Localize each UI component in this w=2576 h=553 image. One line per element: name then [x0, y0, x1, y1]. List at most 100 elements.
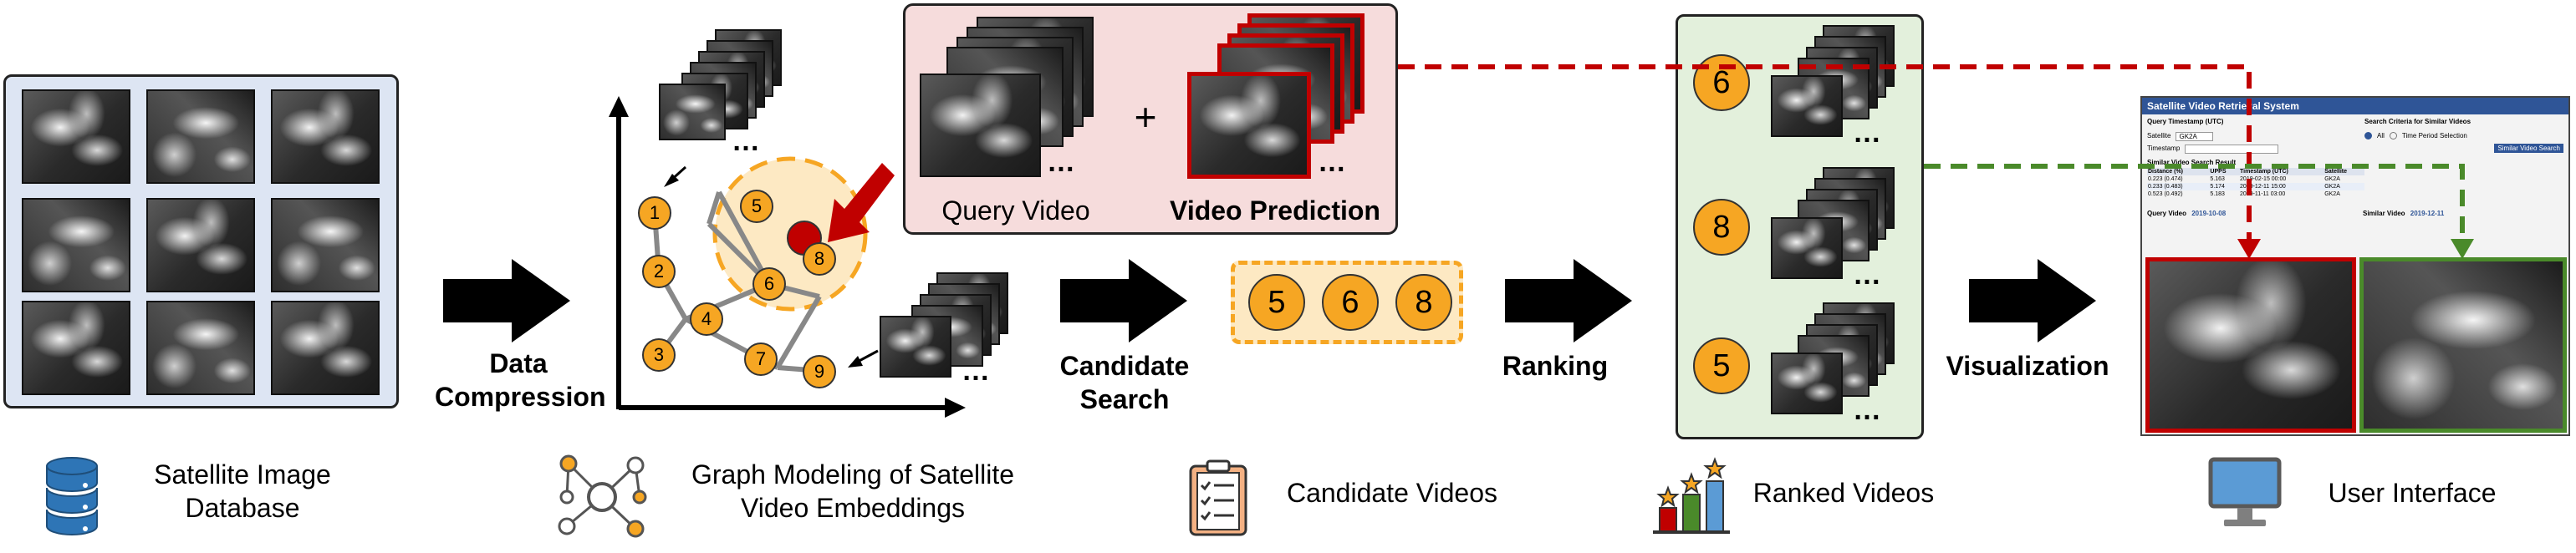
video-frame	[659, 84, 726, 140]
graph-node: 9	[803, 355, 836, 388]
satellite-image	[22, 89, 130, 184]
arrow-data-compression	[443, 259, 570, 342]
arrow-ranking	[1505, 259, 1632, 342]
ellipsis: …	[1853, 259, 1883, 291]
candidate-node: 8	[1395, 274, 1452, 331]
plus-sign: +	[1134, 95, 1157, 139]
table-cell: 5.163	[2210, 176, 2225, 182]
ui-query-video-view	[2145, 257, 2356, 433]
time-period-radio[interactable]	[2389, 132, 2397, 140]
ellipsis: …	[1318, 146, 1348, 178]
satellite-image	[146, 198, 255, 292]
query-video-date: 2019-10-08	[2191, 210, 2227, 217]
satellite-image	[22, 198, 130, 292]
table-header: Distance (%)	[2148, 169, 2184, 175]
table-row[interactable]: 0.523 (0.492) 5.183 2019-11-11 03:00 GK2A	[2147, 190, 2364, 198]
table-cell: 2019-12-11 15:00	[2240, 184, 2286, 190]
ellipsis: …	[732, 125, 762, 157]
query-video-tab[interactable]: Query Video	[2147, 210, 2186, 217]
label-ranked-videos: Ranked Videos	[1752, 478, 1935, 508]
table-cell: 5.174	[2210, 184, 2225, 190]
satellite-image	[22, 301, 130, 395]
ellipsis: …	[1047, 146, 1077, 178]
satellite-image	[146, 89, 255, 184]
graph-node: 4	[690, 302, 723, 336]
video-frame	[1771, 217, 1843, 279]
similar-video-search-button[interactable]: Similar Video Search	[2494, 144, 2563, 153]
label-ranking: Ranking	[1502, 351, 1609, 381]
all-label: All	[2377, 132, 2385, 140]
table-cell: GK2A	[2324, 184, 2340, 190]
ranked-node: 8	[1693, 199, 1750, 256]
table-cell: 0.223 (0.474)	[2148, 176, 2183, 182]
label-user-interface: User Interface	[2328, 478, 2497, 508]
video-frame	[1771, 75, 1843, 137]
label-candidate-videos: Candidate Videos	[1286, 478, 1498, 508]
video-frame	[880, 316, 951, 378]
table-row[interactable]: 0.233 (0.483) 5.174 2019-12-11 15:00 GK2A	[2147, 183, 2364, 190]
label-graph-modeling: Graph Modeling of Satellite Video Embedd…	[691, 459, 1014, 523]
graph-node: 1	[638, 196, 671, 230]
table-cell: 5.183	[2210, 191, 2225, 197]
label-video-prediction: Video Prediction	[1170, 195, 1380, 226]
arrow-candidate-search	[1060, 259, 1187, 342]
graph-node: 2	[642, 255, 676, 288]
video-frame	[920, 74, 1041, 177]
time-period-label: Time Period Selection	[2401, 132, 2467, 140]
label-data-compression: Data Compression	[435, 348, 606, 412]
ellipsis: …	[1853, 117, 1883, 149]
label-visualization: Visualization	[1946, 351, 2109, 381]
table-header: Timestamp (UTC)	[2240, 169, 2288, 175]
satellite-image	[146, 301, 255, 395]
query-timestamp-heading: Query Timestamp (UTC)	[2147, 118, 2224, 125]
database-icon	[46, 457, 98, 535]
table-row[interactable]: 0.223 (0.474) 5.163 2019-02-15 00:00 GK2A	[2147, 175, 2364, 183]
label-query-video: Query Video	[941, 195, 1090, 226]
ranked-node: 5	[1693, 337, 1750, 394]
satellite-image	[271, 301, 380, 395]
ui-title: Satellite Video Retrieval System	[2147, 100, 2299, 112]
ellipsis: …	[962, 355, 992, 387]
similar-video-tab[interactable]: Similar Video	[2363, 210, 2405, 217]
video-frame	[1187, 72, 1311, 179]
arrow-visualization	[1969, 259, 2096, 342]
candidate-node: 5	[1248, 274, 1305, 331]
timestamp-label: Timestamp	[2147, 145, 2181, 152]
search-criteria-heading: Search Criteria for Similar Videos	[2364, 118, 2471, 125]
ranking-bars-icon	[1653, 457, 1730, 534]
graph-node: 7	[744, 342, 778, 376]
red-dashed-connector	[1398, 64, 2252, 242]
table-header: Satellite	[2324, 169, 2348, 175]
table-cell: 2019-02-15 00:00	[2240, 176, 2287, 182]
ranked-node: 6	[1693, 54, 1750, 111]
similar-video-date: 2019-12-11	[2410, 210, 2445, 217]
graph-network-icon	[558, 454, 647, 538]
satellite-image	[271, 89, 380, 184]
graph-node: 8	[803, 242, 836, 276]
video-frame	[1771, 353, 1843, 414]
green-dashed-connector	[1924, 164, 2465, 242]
graph-node: 3	[642, 338, 676, 372]
ui-similar-video-view	[2359, 257, 2567, 433]
monitor-icon	[2208, 457, 2282, 526]
timestamp-input[interactable]	[2185, 145, 2279, 154]
label-candidate-search: Candidate Search	[1059, 351, 1190, 414]
candidate-node: 6	[1322, 274, 1379, 331]
all-radio[interactable]	[2364, 132, 2372, 140]
table-cell: GK2A	[2324, 191, 2340, 197]
table-cell: 2019-11-11 03:00	[2240, 191, 2286, 197]
clipboard-checklist-icon	[1189, 459, 1247, 536]
query-pointer-arrow	[828, 163, 895, 242]
ellipsis: …	[1853, 394, 1883, 426]
graph-node: 6	[752, 267, 786, 301]
label-satellite-database: Satellite Image Database	[154, 459, 331, 523]
table-cell: 0.523 (0.492)	[2148, 191, 2183, 197]
satellite-select[interactable]: GK2A	[2176, 132, 2213, 141]
satellite-label: Satellite	[2147, 132, 2171, 140]
table-cell: 0.233 (0.483)	[2148, 184, 2183, 190]
table-cell: GK2A	[2324, 176, 2340, 182]
result-table: Distance (%) UPPS Timestamp (UTC) Satell…	[2147, 168, 2364, 198]
table-header: UPPS	[2210, 169, 2227, 175]
